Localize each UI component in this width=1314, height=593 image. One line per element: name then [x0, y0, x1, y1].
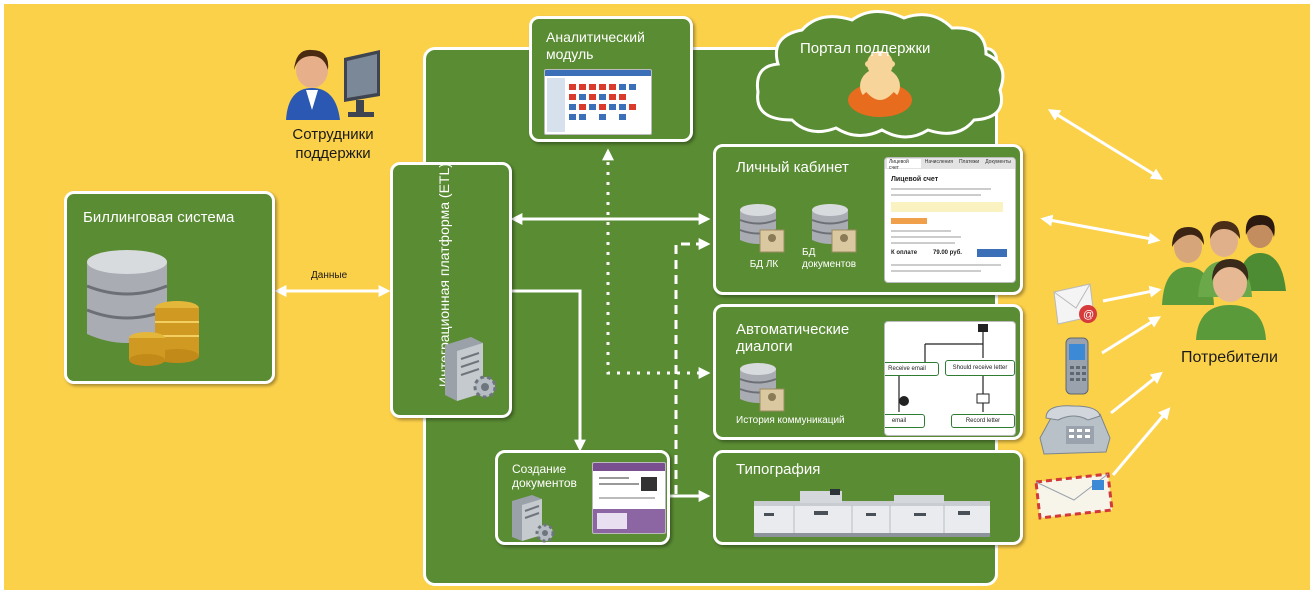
dialogs-flow-screenshot: Receive email Should receive letter emai… — [884, 321, 1016, 436]
arrow-consumer-cabinet — [1040, 214, 1161, 245]
dotted-analytics-dialogs — [602, 148, 711, 379]
db-documents-icon — [810, 202, 858, 254]
flow-node-should-receive: Should receive letter — [945, 360, 1015, 376]
analytics-screenshot — [544, 69, 652, 135]
auto-dialogs-title: Автоматические диалоги — [736, 321, 850, 355]
landline-phone-icon — [1036, 402, 1112, 458]
billing-system-title: Биллинговая система — [83, 209, 235, 226]
cabinet-total-value: 79.00 руб. — [933, 250, 962, 256]
arrow-consumer-portal — [1047, 109, 1164, 180]
consumers-label: Потребители — [1181, 349, 1278, 366]
database-coins-icon — [83, 246, 213, 368]
support-staff-label: Сотрудники поддержки — [292, 126, 374, 162]
printing-machine-icon — [754, 487, 990, 539]
support-portal-title: Портал поддержки — [800, 40, 931, 57]
document-creation-box[interactable]: Создание документов — [495, 450, 670, 545]
personal-cabinet-box[interactable]: Личный кабинет БД ЛК БД документов — [713, 144, 1023, 295]
cabinet-screenshot: Лицевой счет Начисления Платежи Документ… — [884, 157, 1016, 283]
analytics-module-title: Аналитический модуль — [546, 29, 645, 62]
buddha-icon — [848, 51, 912, 117]
print-shop-box[interactable]: Типография — [713, 450, 1023, 545]
flow-node-receive-email: Receive email — [885, 362, 939, 376]
arrow-landline — [1110, 371, 1163, 415]
consumers-group-icon — [1160, 205, 1290, 340]
print-shop-title: Типография — [736, 461, 821, 478]
db-history-icon — [738, 361, 786, 413]
arrow-phone — [1101, 316, 1162, 355]
arrow-integration-docs — [511, 289, 586, 452]
db-history-label: История коммуникаций — [736, 415, 845, 426]
personal-cabinet-title: Личный кабинет — [736, 159, 849, 176]
cabinet-nav-item: Начисления — [924, 159, 953, 165]
cabinet-nav-item: Лицевой счет — [887, 159, 921, 171]
cabinet-nav-item: Документы — [985, 159, 1011, 165]
document-sample — [592, 462, 666, 534]
server-gear-icon — [441, 335, 499, 403]
arrow-letter — [1111, 407, 1171, 476]
db-cabinet-label: БД ЛК — [749, 259, 779, 270]
support-staff-icon — [284, 40, 384, 120]
arrow-email — [1102, 285, 1162, 303]
svg-text:@: @ — [1083, 309, 1094, 321]
db-cabinet-icon — [738, 202, 786, 254]
cabinet-total-label: К оплате — [891, 250, 918, 256]
server-docs-icon — [510, 493, 556, 543]
mobile-phone-icon — [1062, 336, 1092, 396]
document-creation-title: Создание документов — [512, 462, 577, 490]
auto-dialogs-box[interactable]: Автоматические диалоги История коммуника… — [713, 304, 1023, 440]
flow-node-record-letter: Record letter — [951, 414, 1015, 428]
cabinet-nav-item: Платежи — [958, 159, 980, 165]
cabinet-screen-heading: Лицевой счет — [891, 176, 939, 183]
db-documents-label: БД документов — [802, 247, 857, 270]
billing-system-box[interactable]: Биллинговая система — [64, 191, 275, 384]
support-portal-cloud[interactable]: Портал поддержки — [748, 8, 1012, 144]
data-label: Данные — [311, 270, 348, 281]
analytics-module-box[interactable]: Аналитический модуль — [529, 16, 693, 142]
letter-icon — [1034, 472, 1114, 520]
integration-platform-box[interactable]: Интеграционная платформа (ETL) — [390, 162, 512, 418]
flow-node-email: email — [885, 414, 925, 428]
email-icon: @ — [1050, 282, 1102, 326]
dashed-docs-cabinet — [674, 238, 711, 494]
